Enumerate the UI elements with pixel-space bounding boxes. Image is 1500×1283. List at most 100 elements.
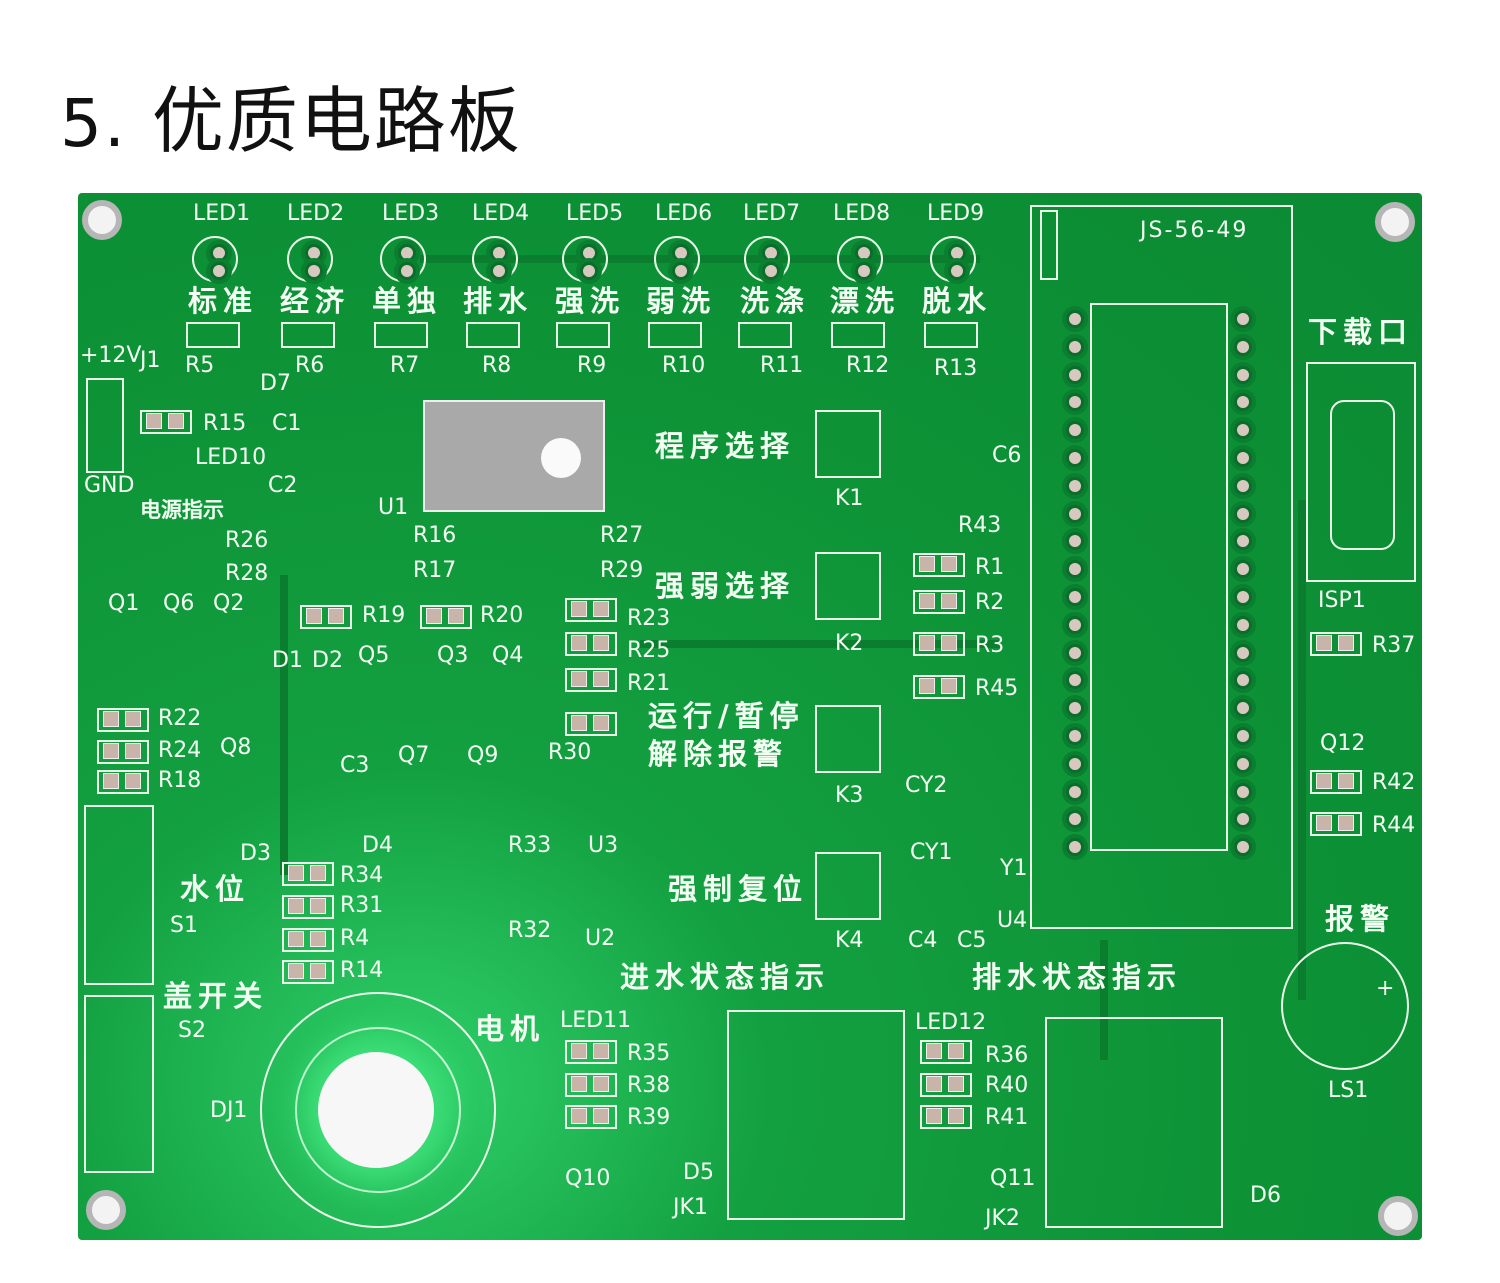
silk-label-drain-status: 排水状态指示 <box>972 960 1183 994</box>
smd-resistor-footprint <box>565 1073 617 1097</box>
mcu-pin-pad <box>1234 560 1252 579</box>
silk-label-isp1: ISP1 <box>1318 588 1366 613</box>
smd-resistor-footprint <box>913 632 965 656</box>
silk-label-r39: R39 <box>627 1105 671 1130</box>
led-outline <box>654 236 700 282</box>
led-pad <box>948 244 966 262</box>
silk-label-jk1: JK1 <box>673 1195 708 1220</box>
silk-label-r33: R33 <box>508 833 552 858</box>
silk-label-dj1: DJ1 <box>210 1098 248 1123</box>
silk-label-c6: C6 <box>992 443 1022 468</box>
mcu-pin-pad <box>1234 504 1252 523</box>
silk-label-power-ind: 电源指示 <box>140 498 224 522</box>
mode-label: 洗涤 <box>740 284 811 318</box>
resistor-label: R13 <box>934 356 978 381</box>
mcu-pin-pad <box>1234 365 1252 384</box>
mcu-pin-pad <box>1066 810 1084 829</box>
silk-label-r16: R16 <box>413 523 457 548</box>
silk-label-r36: R36 <box>985 1043 1029 1068</box>
led-label: LED4 <box>472 201 530 226</box>
silk-label-q3: Q3 <box>437 643 469 668</box>
smd-resistor-footprint <box>924 322 978 348</box>
mcu-pin-pad <box>1066 337 1084 356</box>
trace <box>640 640 1000 648</box>
smd-resistor-footprint <box>913 553 965 577</box>
mcu-outline <box>1030 205 1293 929</box>
silk-label-q5: Q5 <box>358 643 390 668</box>
smd-pad <box>288 931 304 947</box>
smd-resistor-footprint <box>374 322 428 348</box>
led-pad <box>580 262 598 280</box>
smd-resistor-footprint <box>565 712 617 736</box>
regulator-heatsink <box>423 400 605 512</box>
mcu-pin-pad <box>1234 727 1252 745</box>
button-k2[interactable] <box>815 552 881 620</box>
smd-resistor-footprint <box>466 322 520 348</box>
mode-label: 单独 <box>372 284 443 318</box>
smd-pad <box>571 601 587 617</box>
smd-pad <box>146 413 162 429</box>
smd-resistor-footprint <box>913 675 965 699</box>
mode-label: 强洗 <box>555 284 626 318</box>
mcu-label: JS-56-49 <box>1140 218 1249 243</box>
silk-label-r21: R21 <box>627 671 671 696</box>
silk-label-c2: C2 <box>268 473 298 498</box>
led-label: LED8 <box>833 201 891 226</box>
smd-resistor-footprint <box>1310 632 1362 656</box>
silk-label-r40: R40 <box>985 1073 1029 1098</box>
silk-label-led11: LED11 <box>560 1008 632 1033</box>
mode-label: 经济 <box>280 284 351 318</box>
smd-pad <box>919 556 935 572</box>
trace <box>1298 500 1306 1000</box>
smd-pad <box>593 601 609 617</box>
mcu-pin-pad <box>1234 449 1252 467</box>
silk-label-q6: Q6 <box>163 591 195 616</box>
silk-label-d3: D3 <box>240 841 271 866</box>
button-k3[interactable] <box>815 705 881 773</box>
silk-label-r14: R14 <box>340 958 384 983</box>
smd-pad <box>125 743 141 759</box>
silk-label-gnd: GND <box>84 473 135 498</box>
silk-label-r1: R1 <box>975 555 1005 580</box>
led-pad <box>305 244 323 262</box>
smd-resistor-footprint <box>282 928 334 952</box>
smd-pad <box>288 865 304 881</box>
smd-pad <box>288 963 304 979</box>
smd-pad <box>571 1043 587 1059</box>
smd-pad <box>926 1043 942 1059</box>
isp-connector <box>1330 400 1395 550</box>
silk-label-u2: U2 <box>585 926 616 951</box>
silk-label-k2: K2 <box>835 631 864 656</box>
mcu-pin-pad <box>1066 532 1084 551</box>
silk-label-ls1: LS1 <box>1328 1078 1369 1103</box>
mcu-pin-pad <box>1066 310 1084 328</box>
silk-label-motor: 电机 <box>475 1012 546 1046</box>
smd-resistor-footprint <box>140 410 192 434</box>
button-k4[interactable] <box>815 852 881 920</box>
button-k1[interactable] <box>815 410 881 478</box>
smd-pad <box>1316 635 1332 651</box>
mcu-pin-pad <box>1234 532 1252 551</box>
mcu-pin-pad <box>1234 782 1252 801</box>
smd-pad <box>948 1043 964 1059</box>
smd-pad <box>310 931 326 947</box>
led-pad <box>672 262 690 280</box>
resistor-label: R12 <box>846 353 890 378</box>
relay-jk2-outline <box>1045 1017 1223 1228</box>
mcu-chip-outline <box>1090 303 1228 851</box>
mcu-pin-pad <box>1066 671 1084 690</box>
mcu-pin-pad <box>1066 393 1084 412</box>
silk-label-d4: D4 <box>362 833 393 858</box>
led-pad <box>672 244 690 262</box>
led-label: LED1 <box>193 201 251 226</box>
led-pad <box>398 244 416 262</box>
silk-label-water-level: 水位 <box>180 872 251 906</box>
mcu-pin-pad <box>1066 449 1084 467</box>
smd-pad <box>941 593 957 609</box>
silk-label-alarm: 报警 <box>1325 902 1396 936</box>
switch-s2-outline <box>84 995 154 1173</box>
smd-pad <box>571 1076 587 1092</box>
mcu-pin-pad <box>1234 310 1252 328</box>
mode-label: 漂洗 <box>830 284 901 318</box>
